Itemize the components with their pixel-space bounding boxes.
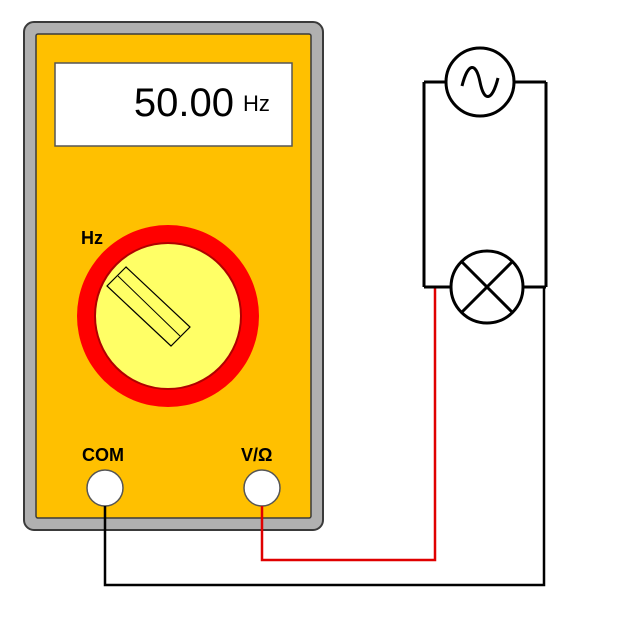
lamp-icon (449, 249, 525, 325)
display-screen (54, 62, 293, 147)
com-port[interactable] (86, 469, 124, 507)
volt-ohm-port[interactable] (243, 469, 281, 507)
display-reading: 50.00 (133, 81, 234, 125)
volt-ohm-port-label: V/Ω (241, 445, 273, 465)
red-probe-wire (260, 287, 437, 562)
display-unit: Hz (243, 91, 270, 116)
dial-face[interactable] (94, 242, 242, 390)
dial-mode-label: Hz (81, 228, 103, 248)
com-port-label: COM (82, 445, 124, 465)
black-probe-wire (103, 287, 546, 587)
ac-source-icon (444, 46, 516, 118)
dial-pointer (106, 266, 191, 347)
